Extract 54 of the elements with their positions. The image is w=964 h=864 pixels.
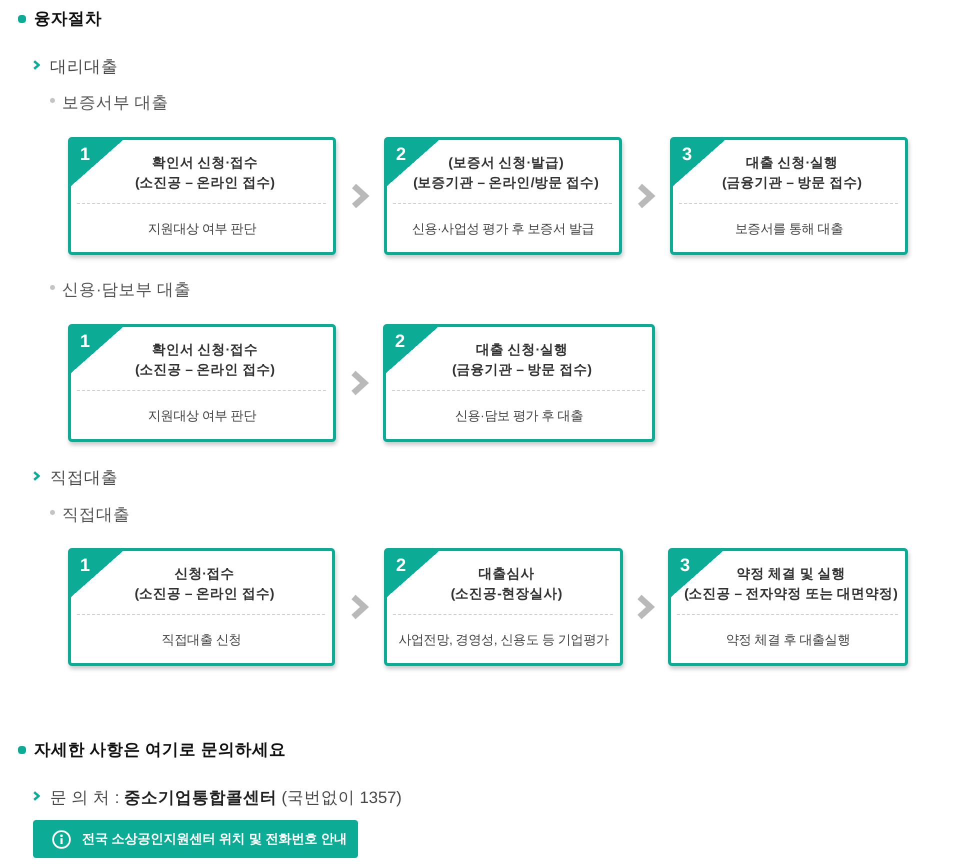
chevron-arrow [638,184,656,208]
chevron-arrow [352,184,370,208]
list-item: 보증서부 대출 [62,93,169,114]
step-number: 1 [80,555,90,575]
step-description: 사업전망, 경영성, 신용도 등 기업평가 [398,631,609,649]
step-number: 1 [80,144,90,164]
step-subtitle: (보증기관 – 온라인/방문 접수) [413,174,599,192]
step-description: 약정 체결 후 대출실행 [726,631,850,649]
step-card [383,324,655,442]
step-title: 확인서 신청·접수 [152,341,258,359]
step-description: 지원대상 여부 판단 [148,220,256,238]
step-title: 대출 신청·실행 [476,341,568,359]
step-subtitle: (금융기관 – 방문 접수) [452,361,592,379]
step-subtitle: (소진공 – 온라인 접수) [135,361,275,379]
info-button: 전국 소상공인지원센터 위치 및 전화번호 안내 [33,820,358,858]
step-card [68,548,335,666]
step-card [68,324,336,442]
step-description: 지원대상 여부 판단 [148,407,256,425]
step-title: 확인서 신청·접수 [152,154,258,172]
step-card [68,137,336,255]
step-subtitle: (소진공 – 전자약정 또는 대면약정) [684,585,898,603]
list-heading: 문 의 처 : 중소기업통합콜센터 (국번없이 1357) [50,788,402,809]
chevron-arrow [351,370,369,396]
step-number: 2 [395,331,406,351]
step-number: 3 [680,555,690,575]
step-title: 대출심사 [478,565,534,583]
step-description: 직접대출 신청 [162,631,242,649]
step-number: 3 [682,144,692,164]
step-description: 보증서를 통해 대출 [734,220,844,238]
section-heading: 자세한 사항은 여기로 문의하세요 [34,740,286,761]
step-number: 1 [80,331,90,351]
step-title: 대출 신청·실행 [746,154,838,172]
step-card [384,137,622,255]
list-item: 직접대출 [62,505,130,526]
chevron-arrow [637,594,655,620]
step-title: 약정 체결 및 실행 [736,565,846,583]
step-description: 신용·담보 평가 후 대출 [454,407,584,425]
step-number: 2 [396,144,406,164]
step-subtitle: (소진공 – 온라인 접수) [135,174,275,192]
step-card [670,137,908,255]
step-card [384,548,623,666]
list-item: 신용·담보부 대출 [62,280,192,301]
list-heading: 직접대출 [50,468,118,489]
step-number: 2 [396,555,406,575]
step-subtitle: (소진공 – 온라인 접수) [134,585,274,603]
step-description: 신용·사업성 평가 후 보증서 발급 [412,220,594,238]
step-card [668,548,908,666]
list-heading: 대리대출 [50,57,118,78]
section-heading: 융자절차 [34,9,102,30]
step-title: 신청·접수 [174,565,235,583]
step-title: (보증서 신청·발급) [448,154,564,172]
step-subtitle: (소진공-현장실사) [450,585,562,603]
chevron-arrow [351,594,369,620]
step-subtitle: (금융기관 – 방문 접수) [722,174,862,192]
